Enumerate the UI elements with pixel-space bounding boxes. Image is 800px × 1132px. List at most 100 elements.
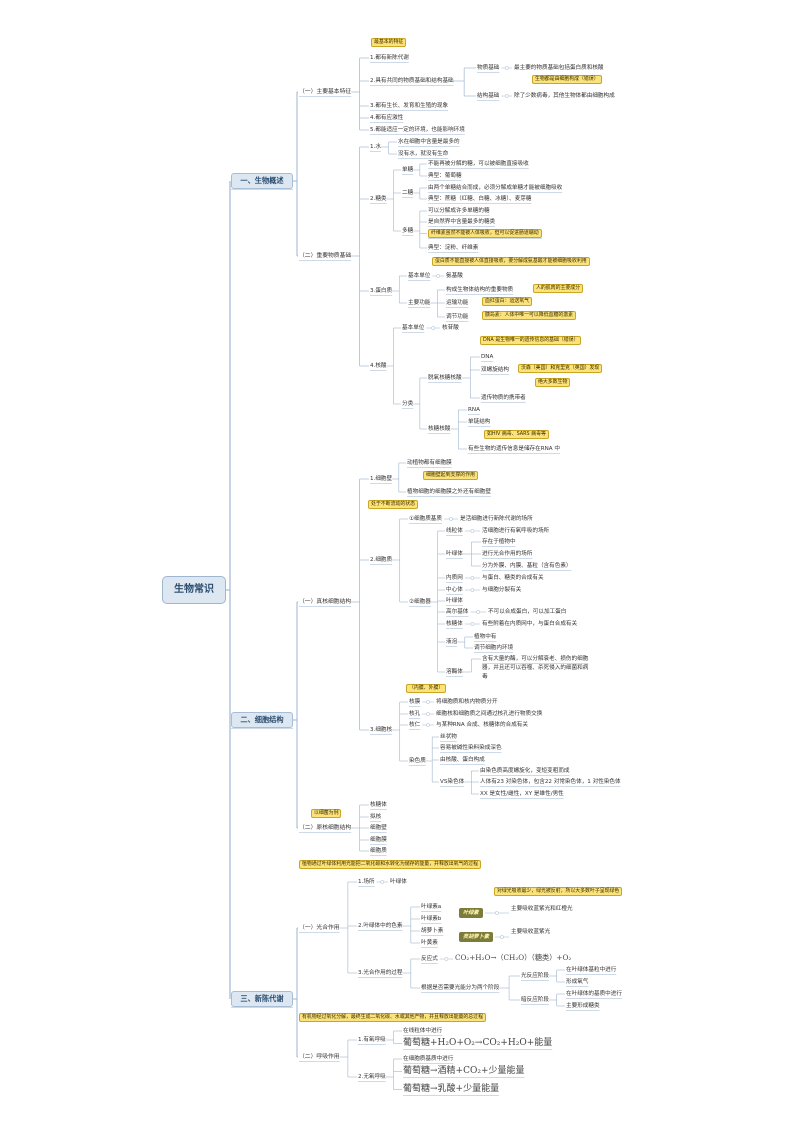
mono-topic[interactable]: 单糖	[402, 167, 414, 173]
matrix-label[interactable]: ①细胞质基质	[409, 516, 442, 522]
organelle-topic[interactable]: ②细胞器	[409, 599, 431, 605]
eukaryote-topic[interactable]: （一）真核细胞结构	[299, 599, 352, 605]
protein-unit-label[interactable]: 基本单位	[408, 273, 431, 279]
vacuole-topic[interactable]: 液泡	[446, 639, 458, 645]
dna-group[interactable]: 脱氧核糖核酸	[428, 375, 462, 381]
poly-topic[interactable]: 多糖	[402, 228, 414, 234]
n-nucleolus[interactable]: 核仁	[409, 722, 421, 728]
dark-stage[interactable]: 暗反应阶段	[521, 997, 549, 1003]
n-pore[interactable]: 核孔	[409, 711, 421, 717]
process-topic[interactable]: 3.光合作用的过程	[358, 970, 403, 976]
aerobic-topic[interactable]: 1.有氧呼吸	[358, 1037, 386, 1043]
protein-function-label[interactable]: 主要功能	[408, 300, 431, 306]
di-topic[interactable]: 二糖	[402, 190, 414, 196]
water-topic[interactable]: 1.水	[370, 144, 381, 150]
nucleus-topic[interactable]: 3.细胞核	[370, 727, 393, 733]
prokaryote-topic[interactable]: （二）原核细胞结构	[299, 825, 352, 831]
prokaryote-c: 细胞壁	[370, 825, 387, 831]
prokaryote-note: 以细菌为例	[311, 809, 342, 818]
n-membrane[interactable]: 核膜	[409, 699, 421, 705]
nucleic-topic[interactable]: 4.核酸	[370, 363, 387, 369]
centro-topic[interactable]: 中心体	[446, 587, 463, 593]
vacuole-b: 调节细胞内环境	[474, 645, 514, 651]
ribo-topic[interactable]: 核糖体	[446, 621, 463, 627]
photo-place[interactable]: 1.场所	[358, 879, 375, 885]
photosynthesis-topic[interactable]: （一）光合作用	[299, 925, 340, 931]
prokaryote-e: 细胞质	[370, 848, 387, 854]
nucleic-unit-label[interactable]: 基本单位	[402, 325, 425, 331]
chromatin-d: 由染色质高度螺旋化，变短变粗而成	[480, 768, 570, 774]
light-stage[interactable]: 光反应阶段	[521, 973, 549, 979]
root-topic[interactable]: 生物常识	[162, 576, 226, 604]
pigment-topic[interactable]: 2.叶绿体中的色素	[358, 923, 403, 929]
organelle-chloro[interactable]: 叶绿体	[446, 598, 463, 604]
chromatin-b: 容易被碱性染料染成深色	[440, 745, 502, 751]
dna-note-2: 绝大多数生物	[535, 378, 571, 387]
feature-2[interactable]: 2.具有共同的物质基础和结构基础	[370, 78, 454, 84]
formula-label[interactable]: 反应式	[421, 956, 438, 962]
material-basis-text: 最主要的物质基础包括蛋白质和核酸	[514, 65, 604, 71]
feature-1[interactable]: 1.都有新陈代谢	[370, 55, 409, 61]
protein-f1: 构成生物体结构的重要物质	[446, 287, 514, 293]
respiration-topic[interactable]: （二）呼吸作用	[299, 1054, 340, 1060]
prokaryote-b: 拟核	[370, 814, 382, 820]
chromosome-vs[interactable]: VS染色体	[440, 779, 465, 785]
wall-note: 细胞壁起到支撑的作用	[423, 471, 478, 480]
centro-text: 与细胞分裂有关	[482, 587, 522, 593]
lyso-topic[interactable]: 溶酶体	[446, 669, 463, 675]
wall-topic[interactable]: 1.细胞壁	[370, 476, 393, 482]
feature-4[interactable]: 4.都有应激性	[370, 115, 404, 121]
sugar-topic[interactable]: 2.糖类	[370, 196, 387, 202]
cytoplasm-note: 处于不断流动的状态	[368, 500, 419, 509]
n-pore-text: 细胞核和细胞质之间通过核孔进行物质交换	[436, 711, 543, 717]
matter-topic[interactable]: （二）重要物质基础	[299, 253, 352, 259]
features-topic[interactable]: （一）主要基本特征	[299, 89, 352, 95]
prokaryote-a: 核糖体	[370, 802, 387, 808]
cytoplasm-topic[interactable]: 2.细胞质	[370, 557, 393, 563]
structure-basis-text: 除了少数病毒，其他生物体都由细胞构成	[514, 93, 615, 99]
stage-label[interactable]: 根据是否需要光能分为两个阶段	[421, 985, 500, 991]
chlorophyll-tag[interactable]: 叶绿素	[459, 908, 483, 918]
structure-basis[interactable]: 结构基础	[477, 93, 500, 99]
protein-f2-note: 血红蛋白：运送氧气	[482, 297, 533, 306]
poly-a: 可以分解成许多单糖的糖	[428, 208, 490, 214]
protein-topic[interactable]: 3.蛋白质	[370, 288, 393, 294]
pigment-a: 叶绿素a	[421, 904, 442, 910]
dark-a: 在叶绿体的基质中进行	[566, 991, 622, 997]
aerobic-equation: 葡萄糖+H₂O+O₂→CO₂+H₂O+能量	[403, 1038, 553, 1048]
n-membrane-text: 将细胞质和核内物质分开	[436, 699, 498, 705]
mono-b: 典型：葡萄糖	[428, 173, 462, 179]
chromatin-topic[interactable]: 染色质	[409, 758, 426, 764]
chloro-topic[interactable]: 叶绿体	[446, 551, 463, 557]
chlorophyll-note: 对绿光吸收最少，绿光被反射，所以大多数叶子呈现绿色	[494, 887, 623, 896]
carotenoid-tag[interactable]: 类胡萝卜素	[459, 932, 493, 942]
mito-topic[interactable]: 线粒体	[446, 528, 463, 534]
light-a: 在叶绿体基粒中进行	[566, 967, 617, 973]
branch-overview[interactable]: 一、生物概述	[231, 173, 293, 189]
dark-b: 主要形成糖类	[566, 1003, 600, 1009]
anaerobic-topic[interactable]: 2.无氧呼吸	[358, 1074, 386, 1080]
respiration-note: 有机物经过氧化分解，最终生成二氧化碳、水或其他产物，并且释放出能量的总过程	[299, 1013, 486, 1022]
classify-topic[interactable]: 分类	[402, 401, 414, 407]
formula: CO₂+H₂O→（CH₂O）（糖类）+O₂	[455, 953, 572, 962]
prokaryote-d: 细胞膜	[370, 837, 387, 843]
feature-5[interactable]: 5.都能适应一定的环境，也能影响环境	[370, 127, 465, 133]
protein-note: 蛋白质不能直接被人体直接吸收，要分解成氨基酸才能被细胞吸收利用	[432, 257, 590, 266]
dna-carrier: 遗传物质的携带者	[481, 395, 526, 401]
chromatin-a: 丝状物	[440, 734, 457, 740]
feature-3[interactable]: 3.都有生长、发育和生殖的现象	[370, 103, 449, 109]
rna-label: RNA	[468, 407, 480, 413]
golgi-topic[interactable]: 高尔基体	[446, 609, 469, 615]
water-a: 水在细胞中含量是最多的	[398, 139, 460, 145]
er-topic[interactable]: 内质网	[446, 575, 463, 581]
protein-f3-note: 胰岛素：人体中唯一可以降低血糖的激素	[482, 311, 577, 320]
dna-helix-note: 沃森（美国）和克里克（英国）发现	[518, 364, 603, 373]
di-b: 典型：蔗糖（红糖、白糖、冰糖）、麦芽糖	[428, 196, 532, 202]
branch-cell-structure[interactable]: 二、细胞结构	[231, 712, 293, 728]
anaerobic-equation-2: 葡萄糖→乳酸+少量能量	[403, 1084, 500, 1094]
rna-group[interactable]: 核糖核酸	[428, 426, 451, 432]
material-basis[interactable]: 物质基础	[477, 65, 500, 71]
branch-metabolism[interactable]: 三、新陈代谢	[231, 991, 293, 1007]
poly-note: 纤维素虽然不能被人体吸收，但可以促进肠道蠕动	[428, 229, 542, 238]
di-a: 由两个单糖结合而成，必须分解成单糖才能被细胞吸收	[428, 185, 563, 191]
